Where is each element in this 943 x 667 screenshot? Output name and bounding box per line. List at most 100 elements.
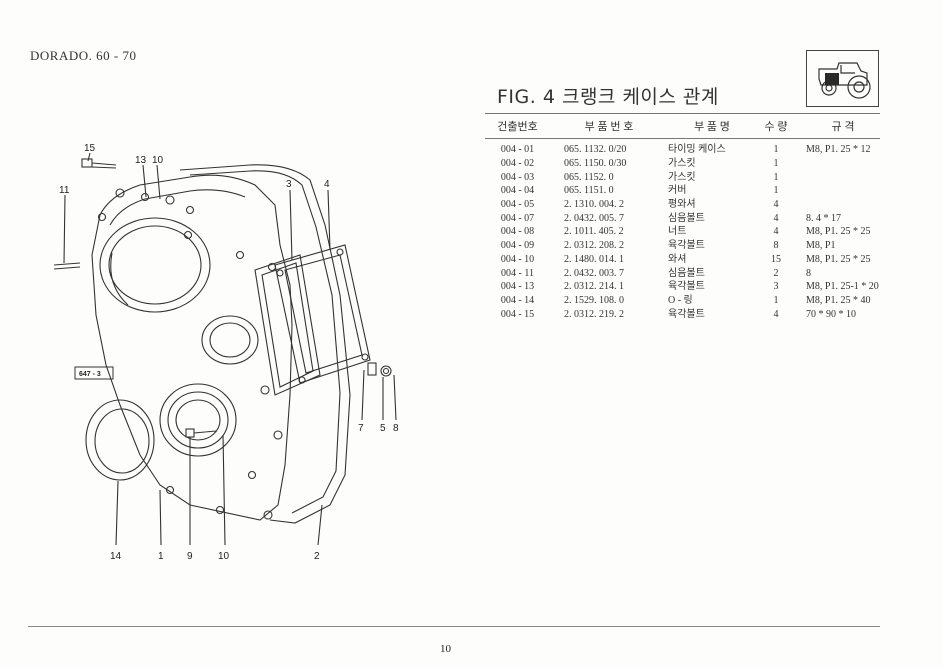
cell-spec: M8, P1	[806, 240, 836, 252]
cell-spec: M8, P1. 25 * 25	[806, 226, 871, 238]
cell-qty: 4	[773, 199, 779, 211]
callout-4: 4	[324, 179, 330, 190]
cover-plate	[274, 244, 371, 384]
cell-name: 평와셔	[668, 199, 696, 211]
table-header-row: 건출번호 부 품 번 호 부 품 명 수 량 규 격	[485, 117, 880, 135]
cell-no: 004 - 10	[500, 253, 535, 265]
table-row: 004 - 05 2. 1310. 004. 2 평와셔 4	[485, 198, 880, 212]
cell-no: 004 - 09	[500, 240, 535, 252]
table-top-rule	[485, 113, 880, 114]
column-header: 규 격	[831, 121, 855, 133]
cell-part-no: 2. 0312. 214. 1	[564, 281, 624, 293]
cell-name: 타이밍 케이스	[668, 144, 726, 156]
cell-qty: 4	[773, 212, 779, 224]
column-header: 수 량	[764, 121, 788, 133]
tractor-icon	[818, 62, 871, 99]
cell-name: O - 링	[668, 294, 693, 306]
cell-spec: M8, P1. 25 * 40	[806, 294, 871, 306]
cell-no: 004 - 14	[500, 294, 535, 306]
cell-qty: 15	[771, 253, 781, 265]
table-row: 004 - 02 065. 1150. 0/30 가스킷 1	[485, 157, 880, 171]
table-row: 004 - 04 065. 1151. 0 커버 1	[485, 184, 880, 198]
reference-tag: 647 - 3	[79, 371, 101, 378]
cell-no: 004 - 05	[500, 199, 535, 211]
cell-spec	[796, 184, 880, 198]
cover-gasket	[254, 254, 321, 396]
o-ring	[85, 399, 155, 481]
cell-qty: 4	[773, 308, 779, 320]
cell-qty: 8	[773, 240, 779, 252]
table-header-rule	[485, 138, 880, 139]
cell-part-no: 2. 0312. 219. 2	[564, 308, 624, 320]
cell-name: 너트	[668, 226, 687, 238]
cell-no: 004 - 08	[500, 226, 535, 238]
reference-tag-box	[74, 366, 114, 380]
cell-part-no: 2. 0432. 003. 7	[564, 267, 624, 279]
cell-name: 심음볼트	[668, 212, 705, 224]
crankcase-exploded-diagram: 647 - 3 15 13 10 11 3 4 7 5 8 14 1 9 10 …	[53, 143, 399, 562]
cell-spec: M8, P1. 25-1 * 20	[806, 281, 879, 293]
cell-name: 커버	[668, 185, 687, 197]
cell-qty: 3	[773, 281, 779, 293]
callout-9: 9	[187, 551, 193, 562]
page-number: 10	[440, 643, 451, 655]
callout-10: 10	[152, 155, 164, 166]
cell-part-no: 2. 0432. 005. 7	[564, 212, 624, 224]
cell-qty: 1	[773, 158, 779, 170]
table-row: 004 - 15 2. 0312. 219. 2 육각볼트 4 70 * 90 * 10	[485, 307, 880, 321]
callout-7: 7	[358, 423, 364, 434]
cell-part-no: 2. 1310. 004. 2	[564, 199, 624, 211]
cell-part-no: 065. 1150. 0/30	[564, 158, 627, 170]
figure-title: FIG. 4 크랭크 케이스 관계	[497, 86, 719, 108]
cell-no: 004 - 04	[500, 185, 535, 197]
cell-no: 004 - 01	[500, 144, 535, 156]
cell-part-no: 065. 1132. 0/20	[564, 144, 627, 156]
callout-3: 3	[286, 179, 292, 190]
cell-no: 004 - 02	[500, 158, 535, 170]
cell-name: 가스킷	[668, 158, 696, 170]
cell-no: 004 - 11	[501, 267, 534, 279]
callout-8: 8	[393, 423, 399, 434]
table-row: 004 - 14 2. 1529. 108. 0 O - 링 1 M8, P1. 25 …	[485, 294, 880, 308]
cell-no: 004 - 15	[500, 308, 535, 320]
cell-name: 심음볼트	[668, 267, 705, 279]
callout-2: 2	[314, 551, 320, 562]
cell-spec: 70 * 90 * 10	[806, 308, 856, 320]
cell-name: 와셔	[668, 253, 687, 265]
cell-part-no: 2. 1011. 405. 2	[564, 226, 624, 238]
callout-1: 1	[158, 551, 164, 562]
callout-11: 11	[59, 185, 70, 196]
cell-part-no: 065. 1151. 0	[564, 185, 614, 197]
cell-qty: 1	[773, 185, 779, 197]
cell-name: 육각볼트	[668, 308, 705, 320]
cell-name: 육각볼트	[668, 240, 705, 252]
table-row: 004 - 11 2. 0432. 003. 7 심음볼트 2 8	[485, 266, 880, 280]
crank-bore	[99, 217, 211, 313]
callout-14: 14	[110, 551, 122, 562]
cell-spec: 8. 4 * 17	[806, 212, 841, 224]
cell-part-no: 2. 1529. 108. 0	[564, 294, 624, 306]
cell-name: 가스킷	[668, 171, 696, 183]
cell-qty: 4	[773, 226, 779, 238]
cell-spec	[796, 198, 880, 212]
callout-10-lower: 10	[218, 551, 230, 562]
cell-spec: 8	[806, 267, 811, 279]
cell-no: 004 - 07	[500, 212, 535, 224]
model-title: DORADO. 60 - 70	[30, 48, 137, 63]
cell-qty: 2	[773, 267, 779, 279]
tractor-thumbnail	[806, 50, 879, 107]
seal-bore	[159, 383, 237, 457]
cell-spec	[796, 157, 880, 171]
table-row: 004 - 09 2. 0312. 208. 2 육각볼트 8 M8, P1	[485, 239, 880, 253]
cell-part-no: 2. 0312. 208. 2	[564, 240, 624, 252]
gasket-outline	[179, 164, 351, 524]
callout-15: 15	[84, 143, 96, 154]
callout-5: 5	[380, 423, 386, 434]
cell-qty: 1	[773, 294, 779, 306]
cell-spec: M8, P1. 25 * 12	[806, 144, 871, 156]
column-header: 건출번호	[497, 121, 538, 133]
callout-13: 13	[135, 155, 147, 166]
footer-rule	[28, 626, 880, 627]
